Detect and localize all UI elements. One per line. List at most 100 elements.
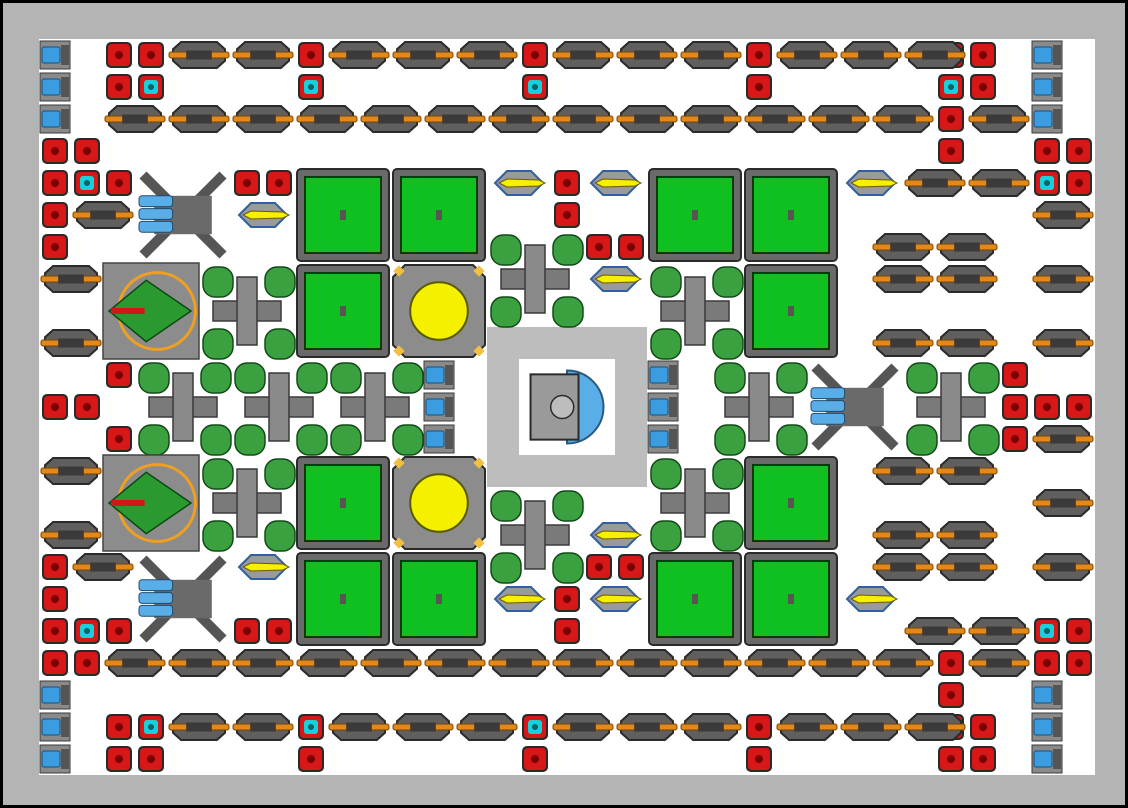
heavy-thruster-icon[interactable] bbox=[138, 555, 227, 643]
autocannon-icon[interactable] bbox=[328, 713, 390, 741]
thruster-icon[interactable] bbox=[1031, 72, 1063, 102]
armor-block-icon[interactable] bbox=[1066, 394, 1092, 420]
armor-block-icon[interactable] bbox=[746, 74, 772, 100]
pipe-tank-icon[interactable] bbox=[234, 362, 328, 456]
cargo-container-icon[interactable] bbox=[648, 168, 742, 262]
thruster-icon[interactable] bbox=[39, 744, 71, 774]
command-core-icon[interactable] bbox=[519, 359, 615, 455]
coolant-block-icon[interactable] bbox=[74, 618, 100, 644]
armor-block-icon[interactable] bbox=[554, 202, 580, 228]
armor-block-icon[interactable] bbox=[42, 138, 68, 164]
pipe-tank-icon[interactable] bbox=[330, 362, 424, 456]
autocannon-icon[interactable] bbox=[72, 553, 134, 581]
autocannon-icon[interactable] bbox=[808, 649, 870, 677]
thruster-icon[interactable] bbox=[647, 392, 679, 422]
autocannon-icon[interactable] bbox=[552, 41, 614, 69]
armor-block-icon[interactable] bbox=[1002, 426, 1028, 452]
missile-launcher-icon[interactable] bbox=[493, 586, 547, 612]
autocannon-icon[interactable] bbox=[488, 649, 550, 677]
thruster-icon[interactable] bbox=[39, 40, 71, 70]
autocannon-icon[interactable] bbox=[168, 649, 230, 677]
thruster-icon[interactable] bbox=[39, 104, 71, 134]
autocannon-icon[interactable] bbox=[360, 649, 422, 677]
missile-launcher-icon[interactable] bbox=[493, 170, 547, 196]
pipe-tank-icon[interactable] bbox=[490, 234, 584, 328]
armor-block-icon[interactable] bbox=[138, 746, 164, 772]
autocannon-icon[interactable] bbox=[776, 41, 838, 69]
pipe-tank-icon[interactable] bbox=[650, 458, 744, 552]
armor-block-icon[interactable] bbox=[522, 42, 548, 68]
armor-block-icon[interactable] bbox=[106, 618, 132, 644]
armor-block-icon[interactable] bbox=[970, 74, 996, 100]
armor-block-icon[interactable] bbox=[554, 618, 580, 644]
heavy-thruster-icon[interactable] bbox=[138, 171, 227, 259]
autocannon-icon[interactable] bbox=[776, 713, 838, 741]
armor-block-icon[interactable] bbox=[1034, 138, 1060, 164]
pipe-tank-icon[interactable] bbox=[650, 266, 744, 360]
armor-block-icon[interactable] bbox=[138, 42, 164, 68]
autocannon-icon[interactable] bbox=[232, 649, 294, 677]
autocannon-icon[interactable] bbox=[872, 265, 934, 293]
armor-block-icon[interactable] bbox=[74, 394, 100, 420]
autocannon-icon[interactable] bbox=[104, 649, 166, 677]
armor-block-icon[interactable] bbox=[74, 650, 100, 676]
armor-block-icon[interactable] bbox=[970, 746, 996, 772]
armor-block-icon[interactable] bbox=[106, 170, 132, 196]
armor-block-icon[interactable] bbox=[938, 682, 964, 708]
autocannon-icon[interactable] bbox=[1032, 201, 1094, 229]
coolant-block-icon[interactable] bbox=[138, 74, 164, 100]
armor-block-icon[interactable] bbox=[74, 138, 100, 164]
autocannon-icon[interactable] bbox=[936, 265, 998, 293]
ship-canvas[interactable] bbox=[39, 39, 1095, 775]
fighter-bay-icon[interactable] bbox=[102, 262, 200, 360]
autocannon-icon[interactable] bbox=[968, 649, 1030, 677]
autocannon-icon[interactable] bbox=[552, 649, 614, 677]
armor-block-icon[interactable] bbox=[42, 650, 68, 676]
armor-block-icon[interactable] bbox=[42, 618, 68, 644]
reactor-icon[interactable] bbox=[392, 264, 486, 358]
armor-block-icon[interactable] bbox=[42, 202, 68, 228]
pipe-tank-icon[interactable] bbox=[906, 362, 1000, 456]
armor-block-icon[interactable] bbox=[1034, 650, 1060, 676]
cargo-container-icon[interactable] bbox=[296, 264, 390, 358]
autocannon-icon[interactable] bbox=[968, 105, 1030, 133]
autocannon-icon[interactable] bbox=[936, 233, 998, 261]
thruster-icon[interactable] bbox=[423, 392, 455, 422]
autocannon-icon[interactable] bbox=[904, 169, 966, 197]
thruster-icon[interactable] bbox=[39, 72, 71, 102]
armor-block-icon[interactable] bbox=[970, 714, 996, 740]
autocannon-icon[interactable] bbox=[616, 713, 678, 741]
cargo-container-icon[interactable] bbox=[744, 168, 838, 262]
pipe-tank-icon[interactable] bbox=[202, 266, 296, 360]
autocannon-icon[interactable] bbox=[616, 41, 678, 69]
armor-block-icon[interactable] bbox=[522, 746, 548, 772]
armor-block-icon[interactable] bbox=[298, 42, 324, 68]
armor-block-icon[interactable] bbox=[938, 138, 964, 164]
armor-block-icon[interactable] bbox=[1002, 362, 1028, 388]
armor-block-icon[interactable] bbox=[266, 170, 292, 196]
armor-block-icon[interactable] bbox=[1002, 394, 1028, 420]
armor-block-icon[interactable] bbox=[106, 74, 132, 100]
armor-block-icon[interactable] bbox=[1034, 394, 1060, 420]
autocannon-icon[interactable] bbox=[232, 105, 294, 133]
armor-block-icon[interactable] bbox=[554, 586, 580, 612]
autocannon-icon[interactable] bbox=[1032, 489, 1094, 517]
coolant-block-icon[interactable] bbox=[138, 714, 164, 740]
autocannon-icon[interactable] bbox=[488, 105, 550, 133]
autocannon-icon[interactable] bbox=[392, 713, 454, 741]
thruster-icon[interactable] bbox=[423, 424, 455, 454]
armor-block-icon[interactable] bbox=[1066, 618, 1092, 644]
missile-launcher-icon[interactable] bbox=[589, 522, 643, 548]
thruster-icon[interactable] bbox=[1031, 744, 1063, 774]
autocannon-icon[interactable] bbox=[904, 713, 966, 741]
heavy-thruster-icon[interactable] bbox=[810, 363, 899, 451]
autocannon-icon[interactable] bbox=[904, 41, 966, 69]
missile-launcher-icon[interactable] bbox=[589, 586, 643, 612]
autocannon-icon[interactable] bbox=[328, 41, 390, 69]
autocannon-icon[interactable] bbox=[168, 713, 230, 741]
autocannon-icon[interactable] bbox=[936, 329, 998, 357]
autocannon-icon[interactable] bbox=[680, 649, 742, 677]
missile-launcher-icon[interactable] bbox=[845, 170, 899, 196]
armor-block-icon[interactable] bbox=[938, 746, 964, 772]
autocannon-icon[interactable] bbox=[552, 713, 614, 741]
